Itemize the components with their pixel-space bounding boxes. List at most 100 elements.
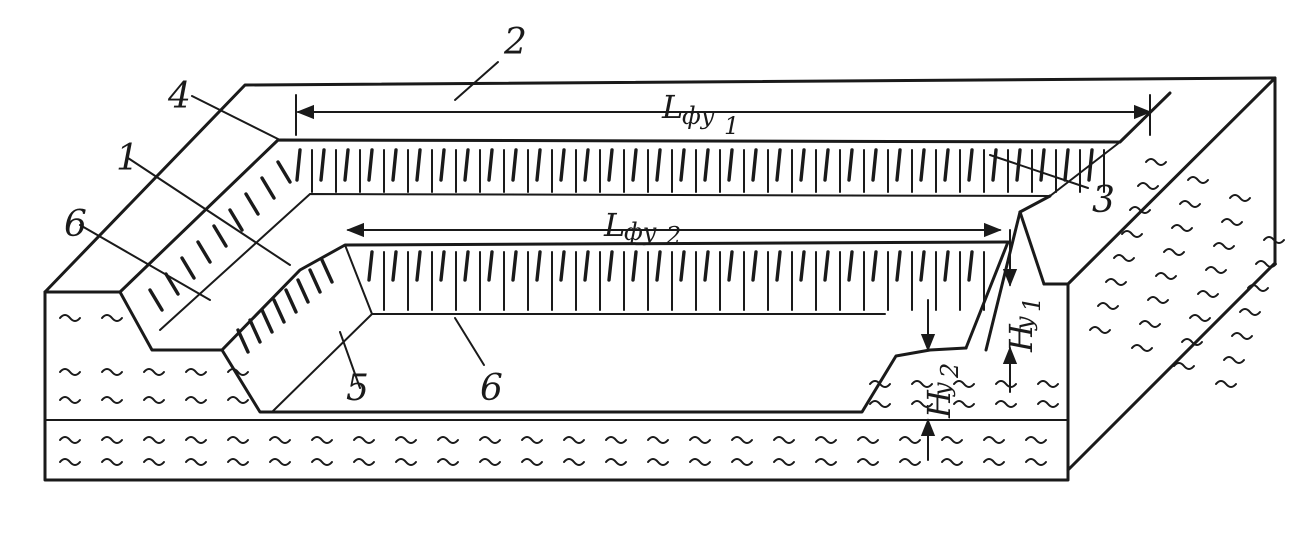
hatch-mark: [799, 148, 806, 182]
height-outer-label: H у 1: [1002, 297, 1046, 353]
soil-wave: [59, 314, 81, 322]
soil-wave: [983, 458, 1005, 466]
soil-wave: [689, 436, 711, 444]
soil-wave: [395, 436, 417, 444]
soil-wave: [269, 458, 291, 466]
hatch-mark: [751, 250, 758, 282]
soil-wave: [1231, 332, 1253, 340]
hatch-mark: [415, 148, 422, 182]
soil-wave: [899, 436, 921, 444]
hatch-mark: [296, 278, 310, 304]
soil-wave: [1255, 260, 1277, 268]
soil-wave: [101, 396, 123, 404]
hatch-mark: [463, 148, 470, 182]
hatch-mark: [276, 160, 292, 184]
soil-wave: [857, 458, 879, 466]
hatch-mark: [751, 148, 758, 182]
soil-wave: [59, 458, 81, 466]
soil-wave: [185, 368, 207, 376]
height-inner-main: H: [920, 389, 958, 419]
height-inner-label: H у 2: [920, 363, 964, 419]
hatch-mark: [583, 148, 590, 182]
soil-wave: [311, 436, 333, 444]
hatch-mark: [559, 250, 566, 282]
length-outer-index: 1: [724, 112, 739, 140]
hatch-mark: [244, 192, 260, 216]
soil-wave: [1121, 230, 1143, 238]
soil-wave: [227, 368, 249, 376]
soil-wave: [869, 380, 891, 388]
height-inner-index: 2: [936, 363, 964, 379]
soil-wave: [1147, 296, 1169, 304]
soil-wave: [1229, 194, 1251, 202]
soil-wave: [731, 458, 753, 466]
hatch-mark: [607, 250, 614, 282]
soil-texture: [59, 158, 1285, 466]
soil-wave: [815, 436, 837, 444]
hatch-mark: [415, 250, 422, 282]
soil-wave: [521, 458, 543, 466]
soil-wave: [953, 400, 975, 408]
soil-wave: [353, 458, 375, 466]
soil-wave: [1197, 290, 1219, 298]
hatch-mark: [248, 318, 262, 344]
hatch-mark: [631, 148, 638, 182]
hatch-mark: [439, 250, 446, 282]
hatch-mark: [847, 148, 854, 182]
hatch-mark: [212, 224, 228, 248]
soil-wave: [1037, 400, 1059, 408]
hatch-mark: [967, 148, 974, 182]
soil-wave: [1189, 314, 1211, 322]
soil-wave: [1131, 344, 1153, 352]
soil-wave: [185, 396, 207, 404]
hatch-mark: [775, 250, 782, 282]
soil-wave: [353, 436, 375, 444]
soil-wave: [647, 436, 669, 444]
soil-wave: [605, 458, 627, 466]
soil-wave: [437, 436, 459, 444]
soil-wave: [1129, 206, 1151, 214]
hatch-mark: [1063, 148, 1070, 182]
length-outer-main: L: [661, 88, 683, 126]
hatch-mark: [367, 148, 374, 182]
soil-wave: [605, 436, 627, 444]
label-2: 2: [503, 22, 527, 63]
soil-wave: [1239, 308, 1261, 316]
soil-wave: [857, 436, 879, 444]
soil-wave: [101, 368, 123, 376]
hatch-mark: [260, 176, 276, 200]
hatch-mark: [295, 148, 302, 182]
hatch-mark: [180, 256, 196, 280]
soil-wave: [1179, 200, 1201, 208]
soil-wave: [1171, 224, 1193, 232]
soil-wave: [59, 396, 81, 404]
soil-wave: [869, 400, 891, 408]
soil-wave: [101, 436, 123, 444]
soil-wave: [143, 396, 165, 404]
hatch-mark: [535, 250, 542, 282]
soil-wave: [941, 436, 963, 444]
hatch-mark: [703, 148, 710, 182]
hatch-mark: [679, 148, 686, 182]
soil-wave: [59, 436, 81, 444]
block-outline: [43, 76, 1277, 482]
soil-wave: [185, 458, 207, 466]
hatch-mark: [196, 240, 212, 264]
soil-wave: [143, 458, 165, 466]
soil-wave: [689, 458, 711, 466]
hatch-mark: [272, 298, 286, 324]
soil-wave: [1205, 266, 1227, 274]
soil-wave: [101, 314, 123, 322]
soil-wave: [1215, 380, 1237, 388]
hatch-mark: [1039, 148, 1046, 182]
soil-wave: [1221, 218, 1243, 226]
hatch-mark: [943, 148, 950, 182]
label-6-left: 6: [64, 204, 87, 245]
soil-wave: [563, 458, 585, 466]
hatch-mark: [655, 148, 662, 182]
soil-wave: [1137, 182, 1159, 190]
hatch-mark: [583, 250, 590, 282]
soil-wave: [953, 380, 975, 388]
